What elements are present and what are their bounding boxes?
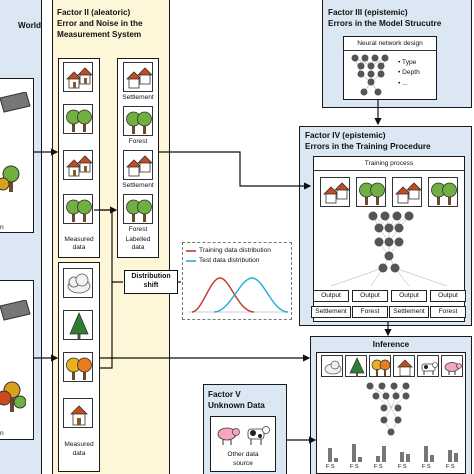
world-title-fragment: World [18,21,42,30]
world-top-caption: n [0,224,4,231]
train-tile-trees-2 [428,177,458,207]
tile-labelled-houses-1 [123,62,153,92]
label-settlement-1: Settlement [122,94,154,101]
train-tile-houses-2 [392,177,422,207]
output-box-3: Output [391,290,427,302]
satellite-icon-bottom [0,300,31,321]
nn-design-title: Neural network design [357,40,423,47]
tile-houses-1 [63,62,93,92]
other-data-box [210,416,276,472]
distribution-shift-line-2: shift [143,282,159,289]
distribution-shift-box [124,270,178,294]
other-source-label-1: Other data [227,451,259,458]
train-tile-houses-1 [320,177,350,207]
tile-labelled-trees-2 [123,194,153,224]
inf-tile-pig [441,355,463,377]
tile-trees-2 [63,194,93,224]
distribution-curves [188,277,289,313]
factor4-title-2: Errors in the Training Procedure [305,142,431,151]
tile-labelled-houses-2 [123,150,153,180]
satellite-icon-top [0,92,31,113]
inf-tile-house [393,355,415,377]
nn-bullet-depth-text: Depth [402,69,420,76]
tile-trees-1 [63,104,93,134]
distribution-plot-box [182,242,292,320]
legend-test-text: Test data distribution [199,257,260,264]
labelled-data-label-2: data [131,244,145,251]
bar-label-5: F S [422,464,431,470]
factor2-title-3: Measurement System [57,30,142,39]
legend-training-text: Training data distribution [199,247,271,254]
training-curve [191,277,255,313]
output-label-2: Forest [352,306,388,318]
label-forest-2: Forest [128,226,148,233]
training-process-title: Training process [364,160,414,167]
factor4-title-1: Factor IV (epistemic) [305,131,386,140]
tile-conifer [63,310,93,340]
nn-bullet-depth: • Depth [398,69,420,76]
measured-data-label-2: data [72,244,86,251]
tile-cloud [63,268,93,298]
legend-training-swatch [186,250,196,252]
factor3-title-1: Factor III (epistemic) [328,8,408,17]
training-network-icon [330,211,448,287]
nn-bullet-type: • Type [398,59,417,66]
output-label-1: Settlement [311,306,351,318]
world-bottom-caption: n [0,430,4,437]
output-label-3: Settlement [389,306,429,318]
inf-tile-conifer [345,355,367,377]
output-box-4: Output [430,290,466,302]
label-settlement-2: Settlement [122,182,154,189]
factor5-title-2: Unknown Data [208,401,265,410]
test-curve [213,277,289,313]
nn-design-divider [343,50,437,51]
output-box-1: Output [313,290,349,302]
inf-tile-cloud [321,355,343,377]
factor2-title-1: Factor II (aleatoric) [57,8,131,17]
legend-test-swatch [186,260,196,262]
tile-houses-2 [63,150,93,180]
distribution-shift-line-1: Distribution [131,273,171,280]
tile-autumn-trees [63,352,93,382]
label-forest-1: Forest [128,138,148,145]
inf-tile-cow [417,355,439,377]
inf-tile-autumn [369,355,391,377]
tree-icon-top [0,165,20,192]
tile-labelled-trees-1 [123,106,153,136]
factor3-title-2: Errors in the Model Strucutre [328,19,442,28]
measured-data-bottom-1: Measured [64,441,94,448]
cow-icon [247,426,270,445]
nn-bullet-more: • ... [398,80,408,87]
output-label-4: Forest [430,306,466,318]
bar-label-3: F S [374,464,383,470]
training-divider [313,170,465,171]
measured-data-bottom-2: data [72,450,86,457]
labelled-data-label-1: Labelled [125,236,151,243]
pig-icon [217,427,240,445]
output-box-2: Output [352,290,388,302]
train-tile-trees-1 [356,177,386,207]
other-source-label-2: source [233,460,253,467]
tile-house-single [63,398,93,428]
nn-design-network-icon [351,54,389,96]
factor5-title-1: Factor V [208,390,241,399]
inference-bars [328,444,458,462]
bar-label-1: F S [326,464,335,470]
nn-bullet-type-text: Type [402,59,417,66]
bar-label-4: F S [398,464,407,470]
nn-bullet-more-text: ... [402,80,408,87]
tree-icon-bottom [0,381,26,412]
inference-title: Inference [372,340,410,349]
bar-label-2: F S [350,464,359,470]
factor2-title-2: Error and Noise in the [57,19,143,28]
inference-network-icon [366,382,410,436]
measured-data-label-1: Measured [64,236,94,243]
bar-label-6: F S [446,464,455,470]
